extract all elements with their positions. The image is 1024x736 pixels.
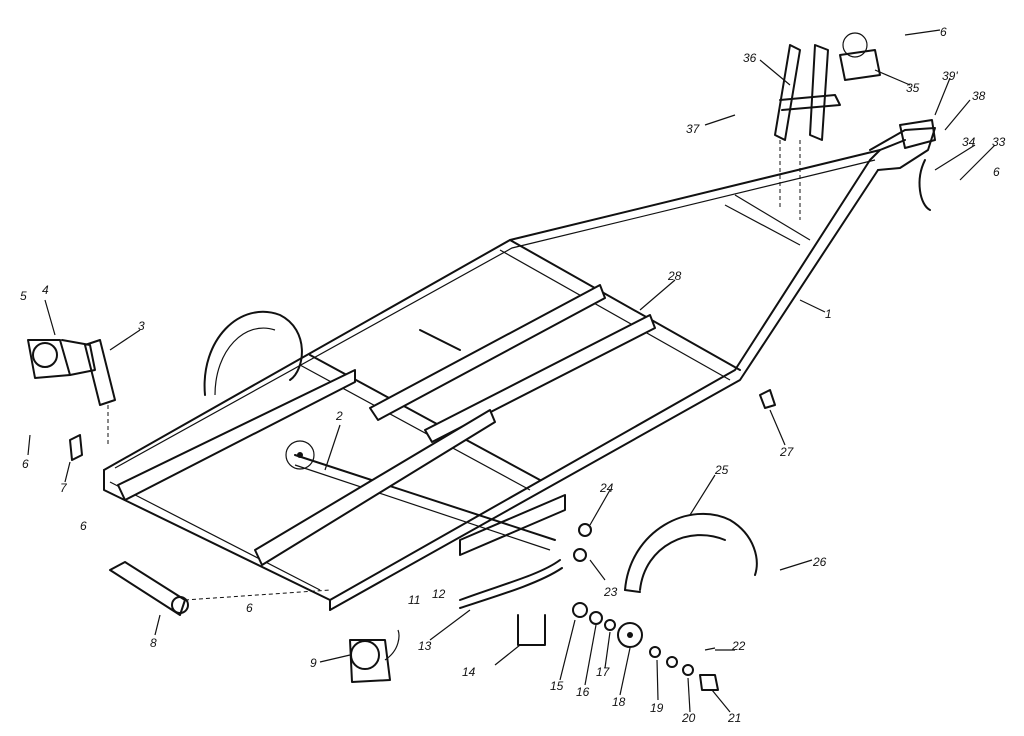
label-1: 1 [825,307,832,321]
label-19: 19 [650,701,664,715]
label-6d: 6 [940,25,947,39]
label-22: 22 [731,639,746,653]
part-labels: 1 2 3 4 5 6 6 6 6 6 7 8 9 11 12 13 14 15… [20,25,1006,725]
label-9: 9 [310,656,317,670]
label-27: 27 [779,445,795,459]
label-6b: 6 [80,519,87,533]
label-25: 25 [714,463,729,477]
label-18: 18 [612,695,626,709]
wheel [203,310,303,396]
label-24: 24 [599,481,614,495]
label-23: 23 [603,585,618,599]
label-15: 15 [550,679,564,693]
label-11: 11 [408,593,420,607]
label-34: 34 [962,135,976,149]
label-14: 14 [462,665,476,679]
fender [624,512,758,593]
label-17: 17 [596,665,611,679]
label-6a: 6 [22,457,29,471]
winch-stand [774,32,881,220]
label-7: 7 [60,481,68,495]
label-38: 38 [972,89,986,103]
label-21: 21 [727,711,741,725]
label-26: 26 [812,555,827,569]
label-8: 8 [150,636,157,650]
label-36: 36 [743,51,757,65]
tail-light-right [349,629,400,683]
label-6e: 6 [993,165,1000,179]
label-28: 28 [667,269,682,283]
label-37: 37 [686,122,701,136]
label-16: 16 [576,685,590,699]
roller [109,561,331,616]
leaf-spring [459,559,563,609]
label-12: 12 [432,587,446,601]
trailer-frame [103,127,936,611]
label-4: 4 [42,283,49,297]
label-35: 35 [906,81,920,95]
label-3: 3 [138,319,145,333]
label-2: 2 [335,409,343,423]
label-20: 20 [681,711,696,725]
label-6c: 6 [246,601,253,615]
label-13: 13 [418,639,432,653]
tail-light-left [27,339,96,379]
support-bracket [84,339,116,445]
u-bolt [517,614,546,646]
leader-lines [27,29,996,713]
hardware-small [69,119,936,562]
label-39: 39' [942,69,958,83]
label-5: 5 [20,289,27,303]
hub-assembly [572,602,719,691]
bunk-boards [117,284,656,566]
label-33: 33 [992,135,1006,149]
